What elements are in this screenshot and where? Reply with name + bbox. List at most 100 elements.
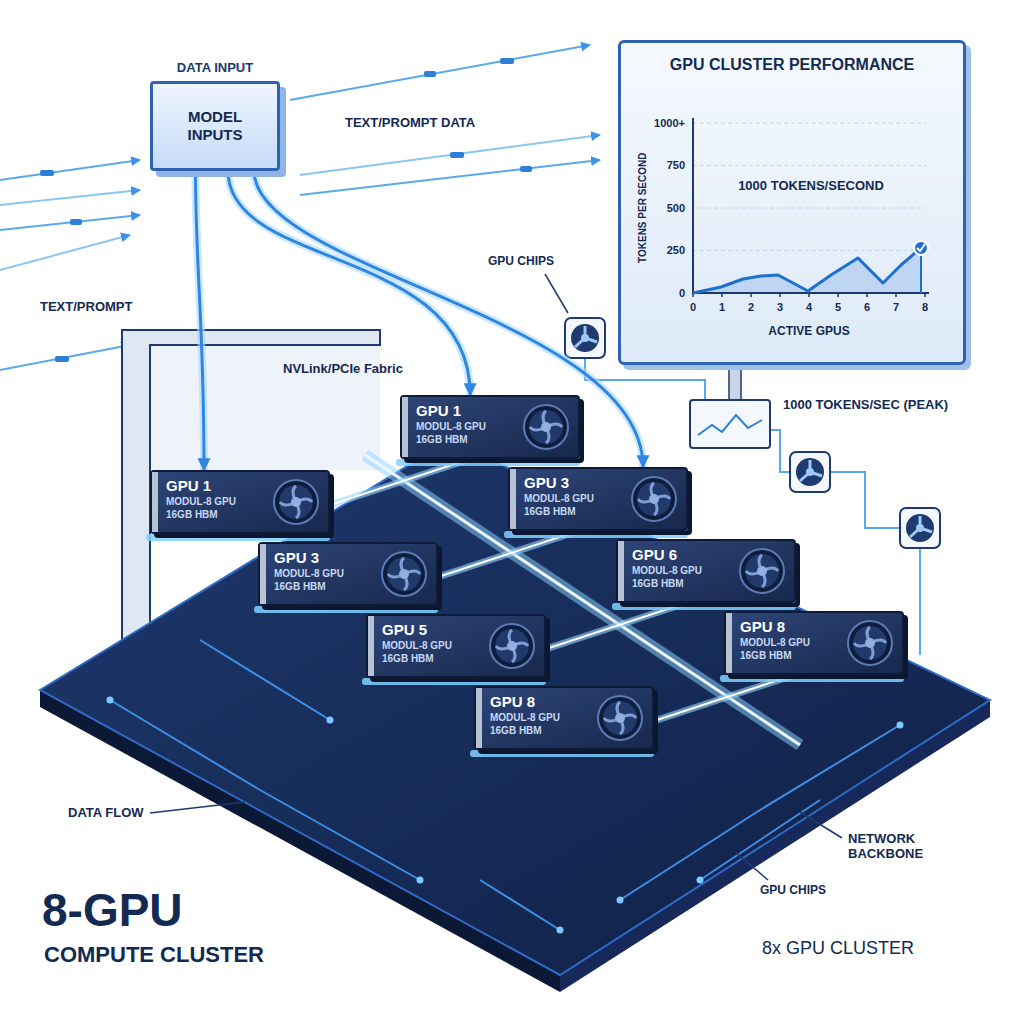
gpu-spec: MODUL-8 GPU bbox=[632, 564, 794, 577]
card-glow bbox=[470, 750, 654, 757]
fan-hub bbox=[291, 497, 301, 507]
gpu-spec: 16GB HBM bbox=[166, 508, 328, 521]
gpu-card: GPU 5MODUL-8 GPU16GB HBM bbox=[366, 614, 546, 678]
gpu-card: GPU 1MODUL-8 GPU16GB HBM bbox=[150, 470, 330, 534]
gpu-name: GPU 6 bbox=[632, 546, 794, 564]
fan-rotor bbox=[603, 701, 637, 735]
chart-title: GPU CLUSTER PERFORMANCE bbox=[621, 55, 963, 74]
data-flow-connector bbox=[196, 171, 205, 470]
fan-icon bbox=[900, 508, 940, 548]
fan-hub bbox=[581, 334, 589, 342]
card-fan bbox=[844, 617, 896, 669]
grid-line bbox=[693, 165, 926, 166]
fan-rotor bbox=[906, 514, 934, 542]
data-stream bbox=[300, 160, 600, 195]
fan-rotor bbox=[571, 324, 599, 352]
gpu-spec: 16GB HBM bbox=[490, 724, 652, 737]
connector-glow bbox=[254, 171, 643, 467]
gpu-card: GPU 3MODUL-8 GPU16GB HBM bbox=[508, 467, 688, 531]
gpu-name: GPU 3 bbox=[274, 549, 436, 567]
performance-line bbox=[693, 248, 921, 293]
peak-marker bbox=[914, 241, 928, 255]
board-trace bbox=[110, 700, 420, 880]
board-trace bbox=[700, 800, 820, 880]
fan-rotor bbox=[279, 485, 313, 519]
data-stream bbox=[300, 135, 600, 175]
card-bracket bbox=[402, 397, 408, 457]
data-packet bbox=[450, 152, 464, 158]
gpu-spec: 16GB HBM bbox=[524, 505, 686, 518]
fan-rotor bbox=[637, 482, 671, 516]
input-node: DATA INPUTMODEL INPUTS bbox=[150, 60, 280, 171]
data-stream bbox=[0, 235, 130, 270]
connector-glow bbox=[196, 171, 205, 470]
card-fan bbox=[378, 548, 430, 600]
gpu-card: GPU 6MODUL-8 GPU16GB HBM bbox=[616, 539, 796, 603]
fan-blades bbox=[575, 326, 597, 347]
input-heading: DATA INPUT bbox=[150, 60, 280, 76]
tick-label: 1 bbox=[719, 301, 725, 314]
tick-label: 8 bbox=[922, 301, 928, 314]
trace-dot bbox=[617, 897, 624, 904]
grid-line bbox=[693, 208, 926, 209]
fan-hub bbox=[615, 713, 625, 723]
tick-label: 750 bbox=[667, 159, 685, 172]
peak-label: 1000 TOKENS/SEC (PEAK) bbox=[783, 398, 948, 413]
card-bracket bbox=[368, 616, 374, 676]
tick-label: 1000+ bbox=[654, 117, 685, 130]
gpu-spec: MODUL-8 GPU bbox=[524, 492, 686, 505]
card-text: GPU 3MODUL-8 GPU16GB HBM bbox=[510, 469, 686, 518]
data-packet bbox=[500, 58, 514, 64]
fan-blades bbox=[746, 555, 778, 587]
gpu-spec: 16GB HBM bbox=[416, 433, 578, 446]
fan-housing bbox=[848, 621, 892, 665]
card-fan bbox=[594, 692, 646, 744]
fabric-label: NVLink/PCIe Fabric bbox=[283, 362, 403, 377]
fan-blades bbox=[388, 558, 420, 590]
mini-monitor bbox=[690, 400, 770, 448]
fan-blades bbox=[280, 486, 312, 518]
gpu-spec: MODUL-8 GPU bbox=[274, 567, 436, 580]
gpu-spec: MODUL-8 GPU bbox=[166, 495, 328, 508]
fan-hub bbox=[507, 641, 517, 651]
axis-title: TOKENS PER SECOND bbox=[637, 153, 649, 263]
card-fan bbox=[736, 545, 788, 597]
check-mark bbox=[917, 244, 925, 251]
gpu-card: GPU 8MODUL-8 GPU16GB HBM bbox=[724, 611, 904, 675]
tick-label: 250 bbox=[667, 244, 685, 257]
card-text: GPU 5MODUL-8 GPU16GB HBM bbox=[368, 616, 544, 665]
fan-housing bbox=[740, 549, 784, 593]
main-title: 8-GPU bbox=[42, 884, 183, 937]
gpu-name: GPU 3 bbox=[524, 474, 686, 492]
card-glow bbox=[504, 531, 688, 538]
fan-hub bbox=[757, 566, 767, 576]
card-fan bbox=[270, 476, 322, 528]
fan-housing bbox=[598, 696, 642, 740]
fan-rotor bbox=[529, 410, 563, 444]
tick-label: 3 bbox=[777, 301, 783, 314]
tick-label: 500 bbox=[667, 202, 685, 215]
fan-rotor bbox=[796, 458, 824, 486]
card-text: GPU 3MODUL-8 GPU16GB HBM bbox=[260, 544, 436, 593]
leader-line bbox=[800, 812, 842, 838]
card-fan bbox=[486, 620, 538, 672]
gpu-name: GPU 5 bbox=[382, 621, 544, 639]
axis-title: ACTIVE GPUS bbox=[768, 325, 849, 339]
board-trace bbox=[200, 640, 330, 720]
fan-hub bbox=[399, 569, 409, 579]
panel-stand bbox=[729, 365, 741, 400]
peak-drop bbox=[920, 255, 922, 293]
gpu-card: GPU 8MODUL-8 GPU16GB HBM bbox=[474, 686, 654, 750]
chart-value: 1000 TOKENS/SECOND bbox=[738, 179, 884, 194]
gpu-spec: 16GB HBM bbox=[382, 652, 544, 665]
data-stream bbox=[0, 215, 140, 230]
fan-hub bbox=[649, 494, 659, 504]
callout-label: DATA FLOW bbox=[68, 806, 144, 821]
fan-housing bbox=[632, 477, 676, 521]
stream-label: TEXT/PROMPT bbox=[40, 300, 132, 315]
gpu-name: GPU 1 bbox=[166, 477, 328, 495]
data-stream bbox=[0, 160, 140, 180]
fan-blades bbox=[910, 516, 932, 537]
fan-housing bbox=[382, 552, 426, 596]
